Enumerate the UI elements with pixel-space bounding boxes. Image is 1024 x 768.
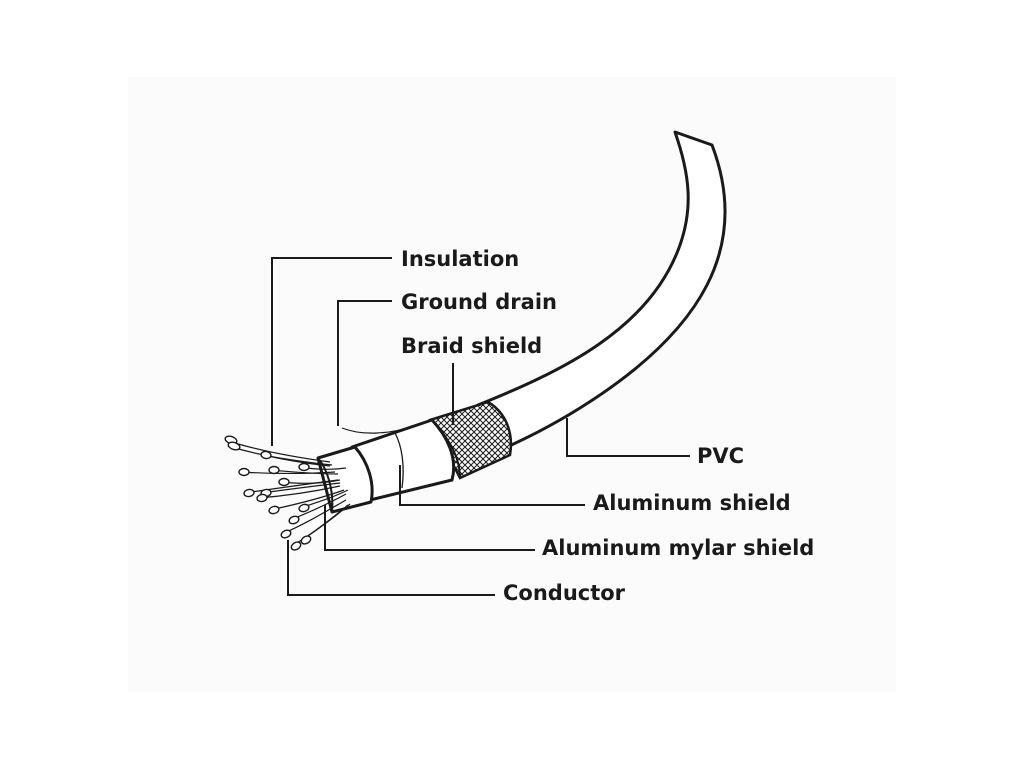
conductor-bundle [224, 435, 351, 551]
label-braid-shield: Braid shield [401, 334, 543, 358]
label-conductor: Conductor [503, 581, 626, 605]
label-aluminum-shield: Aluminum shield [593, 491, 791, 515]
label-aluminum-mylar-shield: Aluminum mylar shield [542, 536, 815, 560]
leader-insulation [271, 257, 392, 446]
leader-aluminum-mylar-shield [324, 505, 535, 551]
ground-drain-wire [341, 425, 413, 434]
label-pvc: PVC [697, 444, 745, 468]
leader-ground-drain [337, 300, 392, 426]
leader-conductor [287, 540, 495, 596]
label-ground-drain: Ground drain [401, 290, 557, 314]
aluminum-mylar-shield-layer [316, 445, 374, 514]
diagram-panel [128, 77, 896, 692]
label-insulation: Insulation [401, 247, 520, 271]
leader-aluminum-shield [399, 465, 585, 506]
leader-lines [271, 257, 690, 596]
leader-pvc [566, 418, 690, 457]
